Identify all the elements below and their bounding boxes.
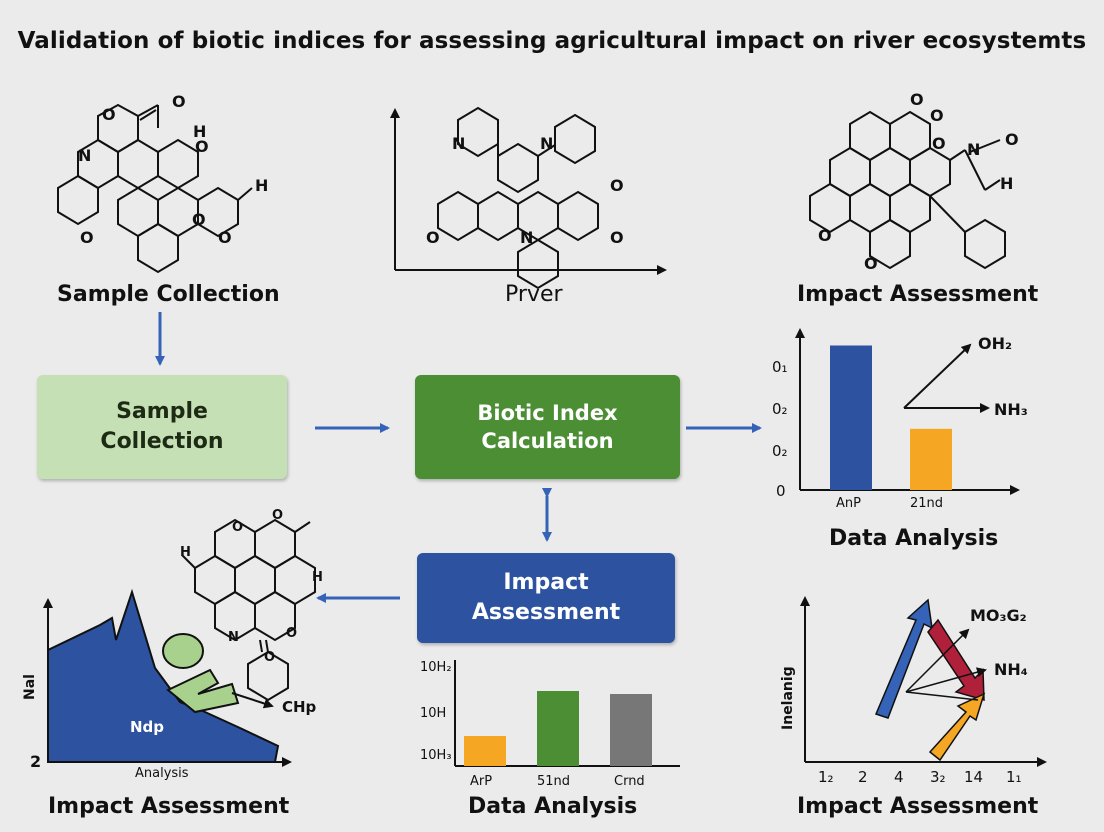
bar-right-ytick: 0₂ xyxy=(772,400,788,418)
impact-chart xyxy=(800,596,1047,767)
atom-label: O xyxy=(864,254,878,273)
label-data-analysis-bottom: Data Analysis xyxy=(468,794,638,819)
bar-right-ytick: 0 xyxy=(776,482,786,500)
impact-arrow-red xyxy=(927,618,985,702)
atom-label: N xyxy=(452,134,466,153)
area-chart xyxy=(43,588,292,767)
page-title: Validation of biotic indices for assessi… xyxy=(17,28,1087,54)
atom-label: O xyxy=(286,626,298,641)
atom-label: N xyxy=(228,630,239,645)
impact-xtick: 14 xyxy=(964,768,984,786)
bar-chart-bottom-bars xyxy=(464,691,652,766)
chart-bar-21nd xyxy=(910,428,952,490)
bar-bottom-ytick: 10H₂ xyxy=(420,660,452,675)
bar-bottom-xtick: 51nd xyxy=(537,774,571,789)
atom-label: O xyxy=(264,650,276,665)
area-callout: CHp xyxy=(282,698,317,716)
atom-label: O xyxy=(930,106,944,125)
atom-label: O xyxy=(218,228,232,247)
atom-label: N xyxy=(78,146,92,165)
bar-right-xtick: AnP xyxy=(836,496,861,511)
chart-bar-51nd xyxy=(537,691,579,766)
biotic-index-box: Biotic Index Calculation xyxy=(415,375,680,479)
bar-right-annotation-nh3: NH₃ xyxy=(994,400,1028,419)
label-impact-assessment-bottom-right: Impact Assessment xyxy=(797,794,1039,819)
label-data-analysis-right: Data Analysis xyxy=(829,526,999,551)
bar-right-xtick: 21nd xyxy=(910,496,944,511)
atom-label: O xyxy=(80,228,94,247)
chart-bar-crnd xyxy=(610,694,652,766)
atom-label: H xyxy=(1000,174,1014,193)
molecule-structure-1 xyxy=(57,103,253,274)
area-chart-fill xyxy=(47,588,280,763)
impact-xtick: 3₂ xyxy=(930,768,946,786)
person-body xyxy=(166,668,240,714)
atom-label: H xyxy=(193,122,207,141)
biotic-box-line1: Biotic Index xyxy=(477,400,618,425)
atom-label: O xyxy=(192,210,206,229)
impact-box-line2: Assessment xyxy=(471,600,621,625)
area-fill-label: Ndp xyxy=(130,718,165,736)
sample-box-line1: Sample xyxy=(116,399,208,425)
atom-label: O xyxy=(610,228,624,247)
atom-label: O xyxy=(232,520,244,535)
bar-bottom-ytick: 10H₃ xyxy=(420,748,452,763)
atom-label: H xyxy=(312,570,323,585)
bar-right-ytick: 0₁ xyxy=(772,358,788,376)
atom-label: O xyxy=(910,90,924,109)
atom-label: O xyxy=(102,105,116,124)
label-sample-collection-top: Sample Collection xyxy=(57,282,280,307)
impact-xtick: 1₂ xyxy=(818,768,834,786)
bar-right-ytick: 0₂ xyxy=(772,442,788,460)
molecule-structure-3 xyxy=(809,110,1006,270)
atom-label: O xyxy=(818,226,832,245)
label-impact-assessment-top: Impact Assessment xyxy=(797,282,1039,307)
impact-arrow-blue xyxy=(874,598,933,719)
impact-xtick: 1₁ xyxy=(1006,768,1022,786)
atom-label: O xyxy=(195,137,209,156)
atom-label: O xyxy=(610,176,624,195)
atom-label: O xyxy=(932,134,946,153)
atom-label: O xyxy=(172,92,186,111)
impact-annotation-nh4: NH₄ xyxy=(994,660,1028,679)
impact-arrow-orange xyxy=(928,692,986,762)
sample-collection-box: Sample Collection xyxy=(37,375,287,479)
impact-assessment-box: Impact Assessment xyxy=(417,553,675,643)
impact-xtick: 2 xyxy=(858,768,868,786)
person-head xyxy=(162,633,204,669)
chart-bar-arp xyxy=(464,736,506,766)
label-impact-assessment-bottom-left: Impact Assessment xyxy=(48,794,290,819)
atom-label: O xyxy=(272,508,284,523)
bar-chart-right-bars xyxy=(830,345,952,490)
atom-label: N xyxy=(967,140,981,159)
molecule-structure-4 xyxy=(181,518,316,702)
bar-bottom-xtick: Crnd xyxy=(614,774,645,789)
impact-ylabel: Inelanig xyxy=(780,666,796,730)
bar-bottom-xtick: ArP xyxy=(470,774,493,789)
impact-annotation-mo3g2: MO₃G₂ xyxy=(970,606,1027,625)
atom-label: O xyxy=(426,228,440,247)
bar-right-annotation-oh2: OH₂ xyxy=(978,334,1012,353)
sample-box-line2: Collection xyxy=(100,429,224,454)
impact-xtick: 4 xyxy=(894,768,904,786)
chart-bar-anp xyxy=(830,345,872,490)
atom-label: O xyxy=(1005,130,1019,149)
label-prver: Prver xyxy=(505,282,563,307)
bar-bottom-ytick: 10H xyxy=(420,706,447,721)
area-ylabel: Nal xyxy=(22,674,38,700)
atom-label: N xyxy=(540,134,554,153)
biotic-box-line2: Calculation xyxy=(481,429,614,453)
atom-label: H xyxy=(180,545,191,560)
atom-label: H xyxy=(255,176,269,195)
atom-label: N xyxy=(520,228,534,247)
area-xlabel: Analysis xyxy=(135,766,189,781)
area-ytick: 2 xyxy=(30,752,42,771)
molecule-structure-2 xyxy=(390,106,667,290)
impact-box-line1: Impact xyxy=(503,570,589,596)
